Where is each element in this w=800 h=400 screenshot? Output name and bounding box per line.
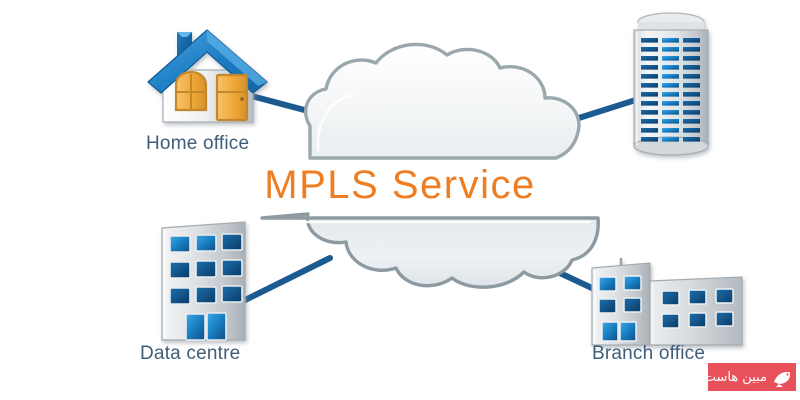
- data-centre-building-icon: [161, 221, 246, 341]
- diagram-title: MPLS Service: [264, 163, 536, 207]
- watermark-badge: مبین هاست: [708, 363, 796, 391]
- branch-office-building-icon: [591, 258, 743, 346]
- node-label-data-centre: Data centre: [140, 343, 241, 364]
- office-tower-icon: [633, 12, 709, 156]
- node-label-branch-office: Branch office: [592, 343, 706, 364]
- mpls-cloud-lower: [260, 212, 600, 289]
- watermark-logo-icon: [770, 363, 794, 391]
- mpls-cloud-upper: [304, 42, 581, 160]
- house-icon: [147, 29, 268, 123]
- node-label-home-office: Home office: [146, 133, 250, 154]
- watermark-text: مبین هاست: [708, 369, 767, 385]
